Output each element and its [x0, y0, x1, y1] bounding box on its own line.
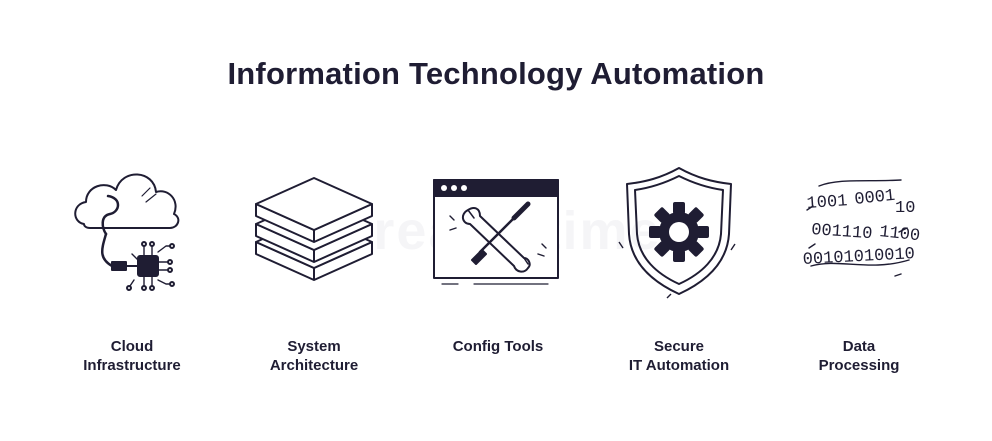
binary-data-icon: 1001 0001 10 001110 1100 00101010010	[789, 162, 929, 302]
shield-gear-icon	[609, 162, 749, 302]
label-config-tools: Config Tools	[408, 337, 588, 356]
label-line: Processing	[818, 357, 900, 374]
binary-text: 0001	[854, 187, 897, 210]
label-line: Cloud	[110, 338, 154, 355]
label-line: System	[287, 338, 341, 355]
server-stack-icon	[244, 162, 384, 302]
binary-text: 1001	[806, 192, 848, 214]
binary-text: 00101010010	[802, 245, 915, 270]
label-line: Infrastructure	[83, 357, 181, 374]
label-system-architecture: System Architecture	[224, 337, 404, 375]
label-cloud-infrastructure: Cloud Infrastructure	[42, 337, 222, 375]
label-line: IT Automation	[628, 357, 730, 374]
label-secure-it-automation: Secure IT Automation	[589, 337, 769, 375]
binary-text: 1100	[878, 223, 921, 246]
label-line: Secure	[653, 338, 705, 355]
label-line: Data	[842, 338, 876, 355]
browser-tools-icon	[428, 162, 568, 302]
label-data-processing: Data Processing	[769, 337, 949, 375]
label-line: Config Tools	[452, 338, 544, 355]
binary-text: 001110	[811, 221, 873, 244]
page-title: Information Technology Automation	[227, 56, 765, 91]
cloud-chip-icon	[62, 162, 202, 302]
binary-text: 10	[895, 199, 915, 218]
label-line: Architecture	[269, 357, 359, 374]
